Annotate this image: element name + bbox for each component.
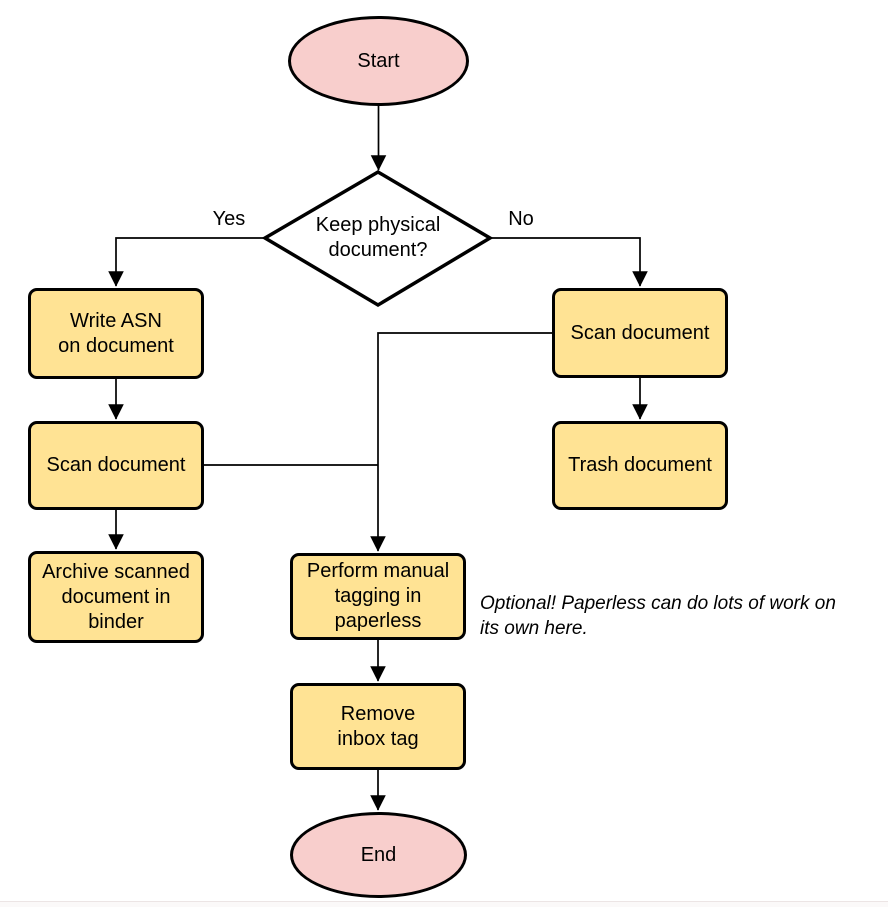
node-tagging: Perform manual tagging in paperless xyxy=(290,553,466,640)
annotation-optional: Optional! Paperless can do lots of work … xyxy=(480,593,836,639)
node-trash-label: Trash document xyxy=(568,454,712,476)
bottom-hairline xyxy=(0,901,888,902)
node-end: End xyxy=(290,812,467,898)
node-trash: Trash document xyxy=(552,421,728,510)
node-write-asn: Write ASN on document xyxy=(28,288,204,379)
edge-scan-right-to-tagging xyxy=(370,332,552,552)
node-start: Start xyxy=(288,16,469,106)
node-scan-right-label: Scan document xyxy=(570,321,710,344)
node-write-asn-label: Write ASN on document xyxy=(58,309,174,357)
node-scan-left: Scan document xyxy=(28,421,204,510)
edge-decision-to-scan-right xyxy=(490,237,648,287)
node-decision-label: Keep physical document? xyxy=(315,214,441,261)
node-remove-inbox: Remove inbox tag xyxy=(290,683,466,770)
edge-label-yes: Yes xyxy=(212,208,246,230)
node-scan-left-label: Scan document xyxy=(46,454,186,476)
node-end-label: End xyxy=(360,843,397,866)
node-start-label: Start xyxy=(357,49,400,72)
node-remove-inbox-label: Remove inbox tag xyxy=(337,702,419,750)
edge-label-no: No xyxy=(508,208,534,230)
bottom-strip xyxy=(0,902,888,907)
node-archive-label: Archive scanned document in binder xyxy=(42,560,190,633)
edge-decision-to-write-asn xyxy=(108,237,265,287)
node-tagging-label: Perform manual tagging in paperless xyxy=(306,560,450,632)
node-scan-right: Scan document xyxy=(552,288,728,378)
node-archive: Archive scanned document in binder xyxy=(28,551,204,643)
